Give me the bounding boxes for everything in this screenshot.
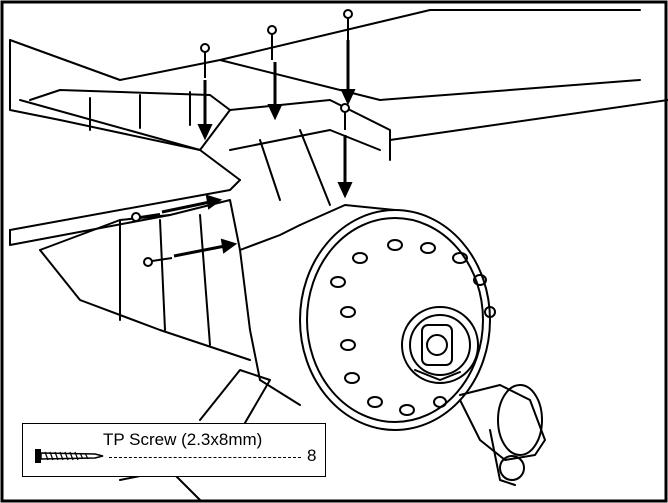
leader-line bbox=[109, 457, 301, 458]
tp-screw-icon bbox=[35, 449, 104, 463]
screw-quantity: 8 bbox=[307, 446, 317, 465]
screw-spec-label: TP Screw (2.3x8mm) bbox=[103, 430, 263, 449]
screw-arrow-1 bbox=[197, 43, 213, 141]
parts-callout: TP Screw (2.3x8mm) 8 bbox=[22, 423, 326, 477]
